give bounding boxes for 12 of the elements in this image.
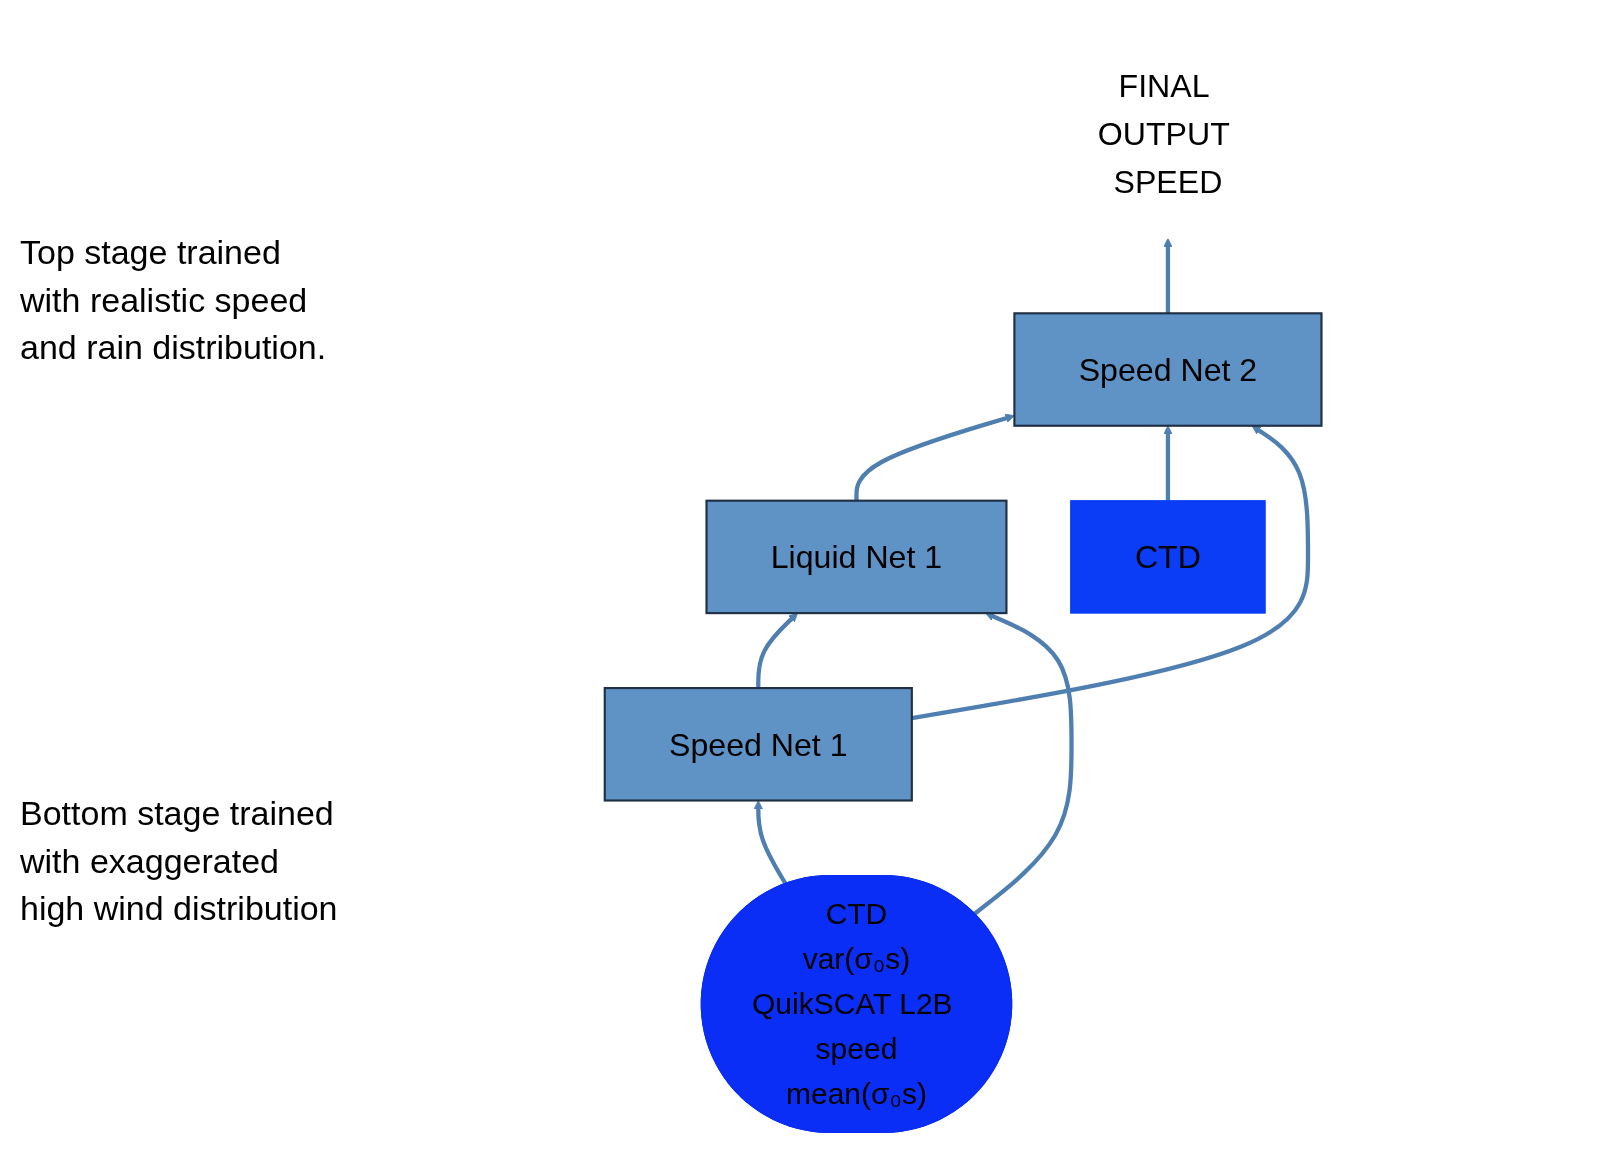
arrow	[1163, 425, 1173, 501]
node-box: Liquid Net 1	[705, 499, 1008, 615]
node-text: FINAL OUTPUT SPEED	[1097, 68, 1230, 200]
arrow	[753, 800, 788, 886]
node-box: CTD	[1070, 500, 1266, 614]
arrow	[854, 413, 1015, 501]
arrow	[1163, 237, 1173, 314]
note-text: Bottom stage trained with exaggerated high wind distribution	[20, 793, 339, 930]
arrow	[911, 425, 1311, 721]
node-box: Speed Net 2	[1013, 312, 1323, 427]
note-text: Top stage trained with realistic speed and rain distribution.	[20, 232, 328, 369]
node-box: Speed Net 1	[603, 687, 913, 802]
